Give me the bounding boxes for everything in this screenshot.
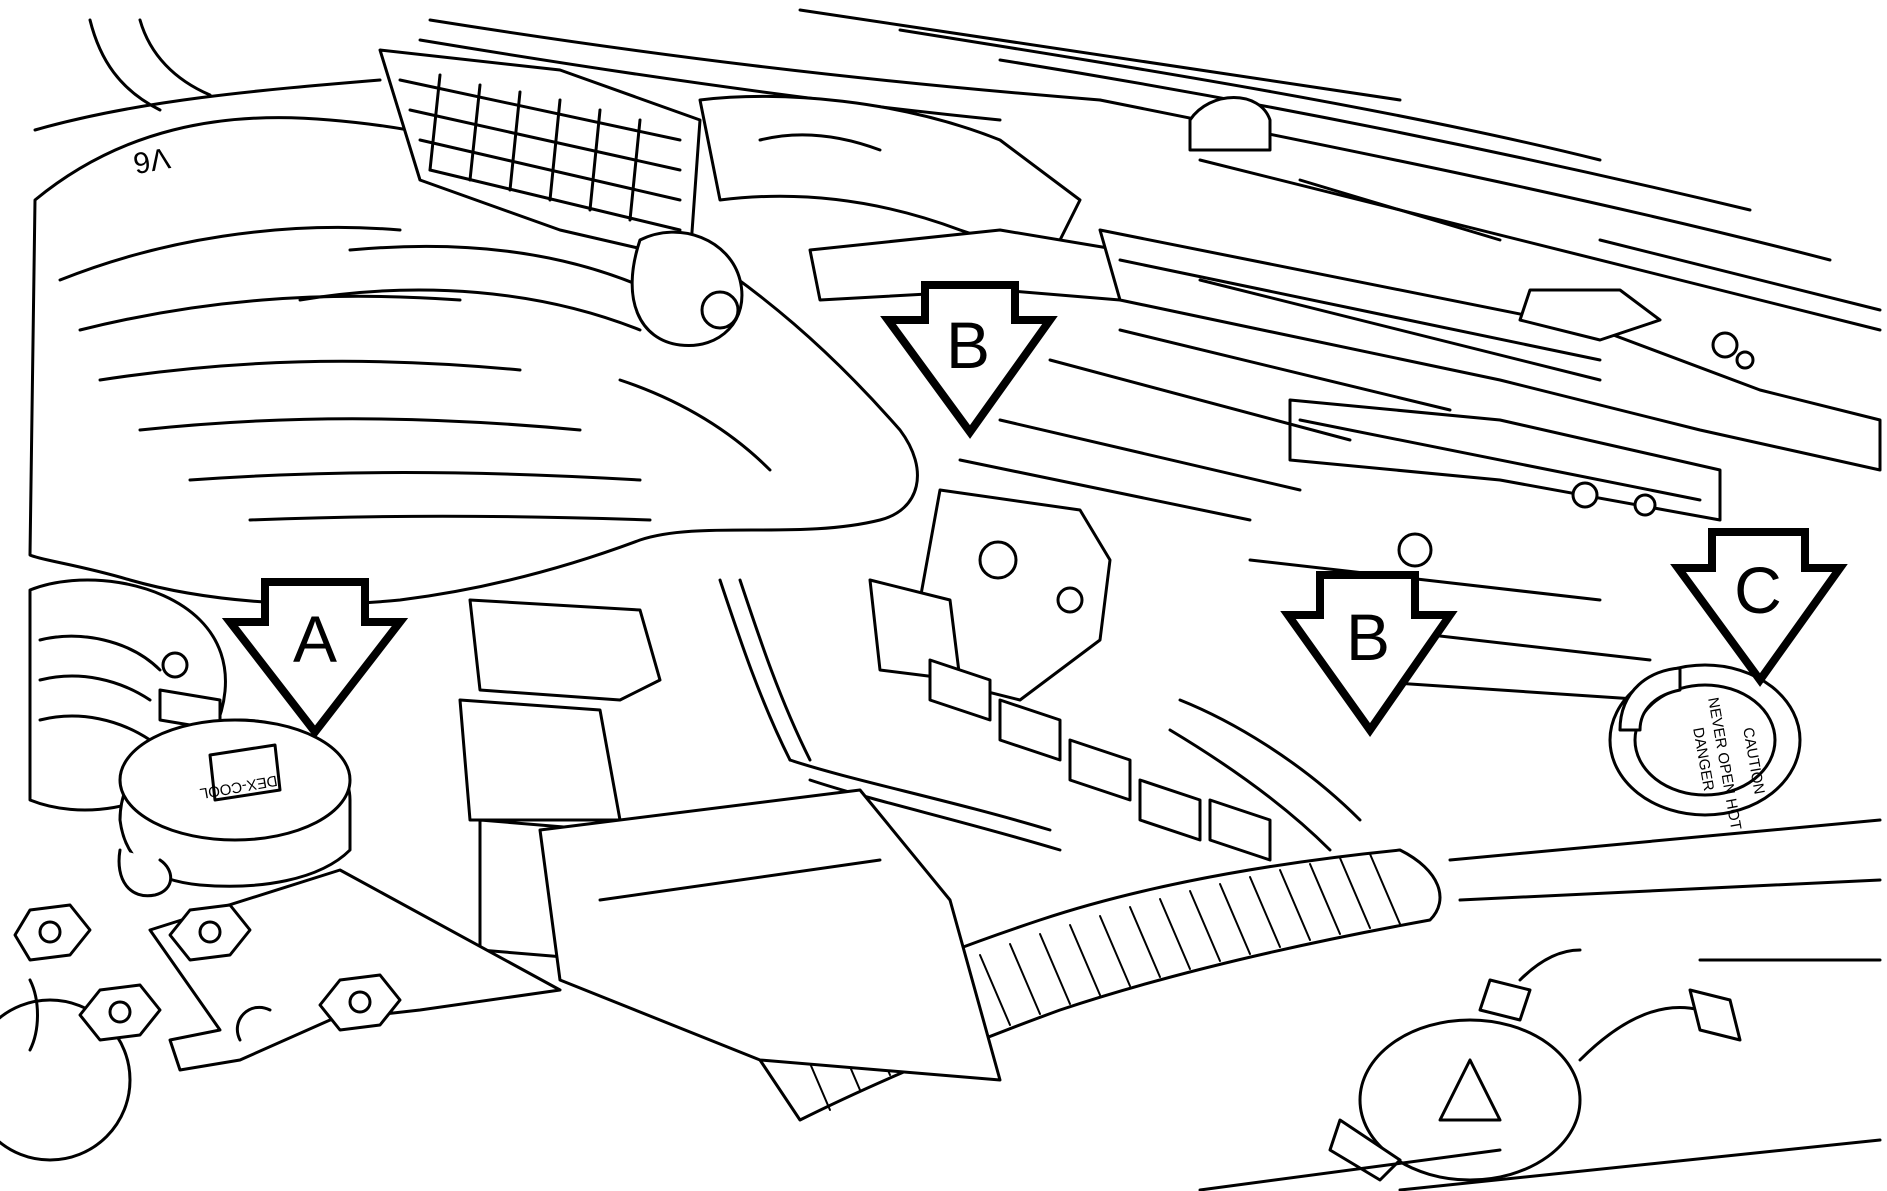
lower-frame: [28, 818, 1882, 1191]
callout-arrow-b-right: B: [1280, 571, 1458, 737]
washer-fluid-cap: [1328, 948, 1742, 1182]
wiring-harness: [718, 578, 1362, 862]
mounting-plate: [13, 868, 562, 1072]
lower-center-block: [458, 598, 1002, 1082]
bolt-2: [78, 983, 162, 1042]
radiator-support: [958, 96, 1882, 702]
bolt-1: [168, 903, 252, 962]
cover-number-text: V6: [131, 141, 173, 180]
throttle-hose: [630, 94, 1122, 348]
coolant-reservoir-cap-a: DEX-COOL: [117, 718, 352, 898]
callout-letter-a: A: [293, 602, 337, 676]
callout-letter-c: C: [1734, 553, 1782, 627]
callout-arrow-b-left: B: [880, 281, 1058, 439]
callout-arrow-c: C: [1670, 528, 1848, 687]
bolt-4: [13, 903, 92, 962]
callout-letter-b-left: B: [946, 308, 990, 382]
callout-letter-b-right: B: [1346, 600, 1390, 674]
callout-arrow-a: A: [221, 578, 409, 739]
bolt-3: [318, 973, 402, 1032]
radiator-cap-c: NEVER OPEN HOT DANGER CAUTION: [1608, 663, 1802, 831]
engine-cover: V6: [28, 116, 919, 606]
hood-outline: [33, 8, 1882, 312]
center-bracket: [868, 488, 1112, 702]
